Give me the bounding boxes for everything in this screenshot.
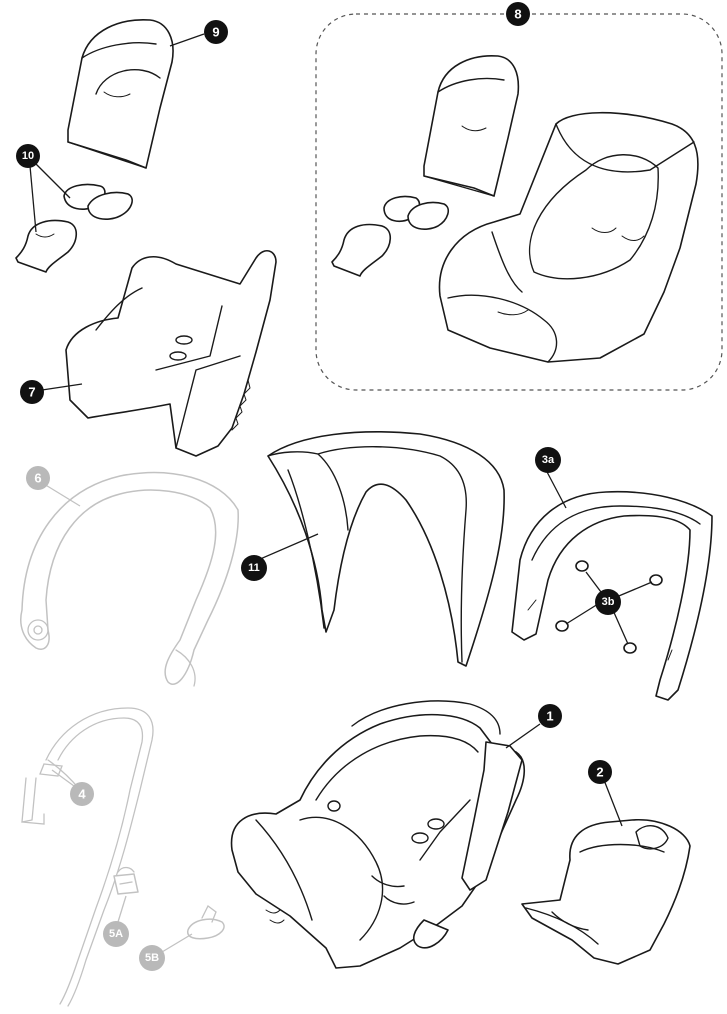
callout-10: 10 [16,144,40,168]
callout-3a: 3a [535,447,561,473]
part-seat-cover-assembled [438,111,699,363]
part-inserts-assembled [331,195,450,277]
svg-text:7: 7 [28,385,35,400]
svg-text:4: 4 [78,787,86,802]
callout-8: 8 [506,2,530,26]
part-harness-ghost [21,707,154,1007]
callout-9: 9 [204,20,228,44]
part-body-inserts [15,183,133,273]
callout-11: 11 [241,555,267,581]
callout-2: 2 [588,760,612,784]
part-head-insert [67,19,174,169]
part-buckle-ghost [113,866,139,895]
callout-3b: 3b [595,589,621,615]
svg-text:10: 10 [22,150,34,162]
callout-5a: 5A [103,921,129,947]
svg-text:6: 6 [34,471,41,486]
svg-text:2: 2 [596,765,603,780]
svg-text:1: 1 [546,709,553,724]
callout-5b: 5B [139,945,165,971]
svg-text:3b: 3b [602,596,615,608]
part-seat-shell-insert [65,250,277,457]
svg-text:5A: 5A [109,928,123,940]
callout-6: 6 [26,466,50,490]
svg-text:11: 11 [248,562,260,574]
svg-text:8: 8 [514,7,521,22]
callout-7: 7 [20,380,44,404]
part-canopy [267,431,505,667]
part-buckle-tongue-ghost [187,905,225,940]
part-frame-knobs [555,560,663,654]
svg-text:5B: 5B [145,952,159,964]
part-seat-cover [521,819,691,965]
callout-4: 4 [70,782,94,806]
part-canopy-frame [511,490,713,701]
svg-text:3a: 3a [542,454,555,466]
callout-1: 1 [538,704,562,728]
part-carry-handle-ghost [20,471,239,687]
part-infant-car-seat [230,700,526,969]
part-head-insert-assembled [423,55,520,197]
svg-text:9: 9 [212,25,219,40]
